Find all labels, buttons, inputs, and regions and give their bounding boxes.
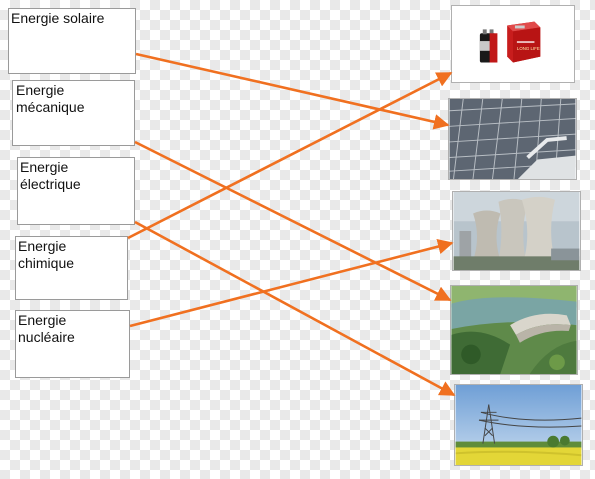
arrow-mecanique-to-dam[interactable] bbox=[134, 140, 452, 302]
arrow-chimique-to-batteries[interactable] bbox=[127, 71, 453, 240]
arrow-electrique-to-power-line-field[interactable] bbox=[134, 220, 456, 397]
picture-cooling-towers[interactable] bbox=[452, 191, 581, 271]
label-energie-chimique[interactable]: Energie chimique bbox=[15, 236, 128, 300]
label-energie-mecanique[interactable]: Energie mécanique bbox=[12, 80, 135, 146]
cooling-towers-icon bbox=[453, 192, 580, 270]
batteries-icon: LONG LIFE bbox=[452, 6, 574, 82]
dam-icon bbox=[451, 286, 577, 374]
label-text: Energie chimique bbox=[18, 238, 75, 271]
picture-batteries[interactable]: LONG LIFE bbox=[451, 5, 575, 83]
picture-power-line-field[interactable] bbox=[454, 384, 583, 466]
arrow-nucleaire-to-cooling-towers[interactable] bbox=[129, 238, 454, 328]
label-energie-nucleaire[interactable]: Energie nucléaire bbox=[15, 310, 130, 378]
picture-solar-panels[interactable] bbox=[448, 98, 577, 180]
label-text: Energie solaire bbox=[11, 10, 105, 26]
battery-label-text: LONG LIFE bbox=[517, 46, 540, 51]
arrow-solaire-to-solar-panels[interactable] bbox=[135, 52, 450, 130]
label-text: Energie mécanique bbox=[16, 82, 85, 115]
power-line-field-icon bbox=[455, 385, 582, 465]
label-energie-solaire[interactable]: Energie solaire bbox=[8, 8, 136, 74]
picture-dam[interactable] bbox=[450, 285, 578, 375]
label-text: Energie nucléaire bbox=[18, 312, 75, 345]
solar-panels-icon bbox=[449, 99, 576, 179]
label-text: Energie électrique bbox=[20, 159, 81, 192]
label-energie-electrique[interactable]: Energie électrique bbox=[17, 157, 135, 225]
